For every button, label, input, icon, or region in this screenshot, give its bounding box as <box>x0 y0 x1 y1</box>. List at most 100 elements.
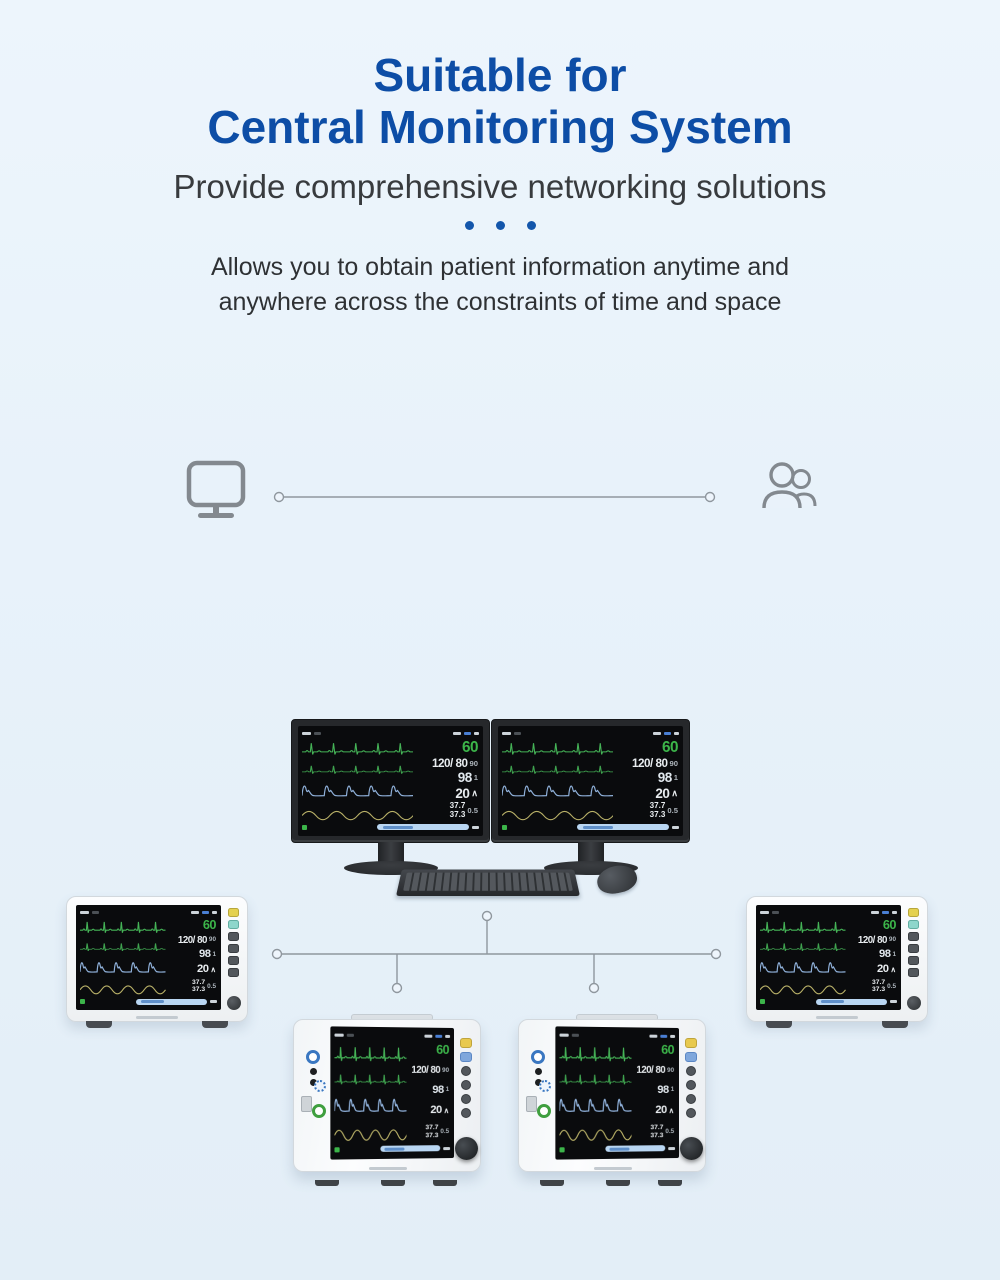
nibp-value: 120/ 80 <box>857 934 888 946</box>
page-title-line2: Central Monitoring System <box>207 101 793 153</box>
nibp-row: 120/ 80 90 <box>636 1064 675 1076</box>
menu-bar-pill <box>576 824 669 831</box>
connector-panel <box>523 1028 553 1158</box>
status-chip <box>435 1034 443 1038</box>
temp2-value: 37.3 <box>650 1131 664 1139</box>
resp-rate-value: 20 <box>196 963 209 976</box>
status-chip <box>474 732 479 736</box>
screen-bottombar <box>760 996 897 1007</box>
spo2-row: 98 1 <box>458 771 478 785</box>
temp-row: 37.7 37.3 0.5 <box>650 1123 674 1140</box>
screen-bottombar <box>502 822 679 833</box>
temp2-value: 37.3 <box>872 986 886 994</box>
screen-main-area: 60 120/ 80 90 98 1 20 ∧ 37.7 37.3 <box>302 738 479 821</box>
temp-delta-value: 0.5 <box>887 982 896 990</box>
temp-connector <box>309 1079 317 1086</box>
patient-monitor-screen: 60 120/ 80 90 98 1 20 ∧ 37.7 37.3 <box>76 905 221 1010</box>
temp1-value: 37.7 <box>449 801 466 811</box>
temp-stack: 37.7 37.3 <box>192 979 205 995</box>
screen-main-area: 60 120/ 80 90 98 1 20 ∧ 37.7 37.3 <box>559 1041 675 1143</box>
ecg-waveform-2 <box>80 942 166 952</box>
menu-chip <box>668 1146 676 1150</box>
nibp-map-value: 90 <box>669 758 679 768</box>
resp-waveform <box>334 1128 407 1141</box>
brand-logo <box>816 1016 858 1019</box>
resp-waveform <box>302 810 414 821</box>
status-chip <box>871 910 879 914</box>
nibp-map-value: 90 <box>667 1066 675 1074</box>
monitor-icon-base <box>198 513 234 518</box>
alarm-arrow-icon: ∧ <box>668 1105 675 1115</box>
patient-monitor-screen: 60 120/ 80 90 98 1 20 ∧ 37.7 37.3 <box>330 1026 454 1160</box>
resp-row: 20 ∧ <box>655 787 678 801</box>
temp-row: 37.7 37.3 0.5 <box>192 979 216 995</box>
spo2-row: 98 1 <box>879 948 896 960</box>
menu-chip <box>472 825 479 829</box>
screen-bottombar <box>559 1141 676 1156</box>
ecg-waveform-2 <box>502 765 614 775</box>
battery-icon <box>302 824 307 830</box>
portable-monitor-2: 60 120/ 80 90 98 1 20 ∧ 37.7 37.3 <box>518 1014 706 1186</box>
power-button <box>685 1038 697 1048</box>
separator-dots <box>0 221 1000 230</box>
desktop-monitor-bezel: 60 120/ 80 90 98 1 20 ∧ 37.7 37.3 <box>291 719 490 843</box>
temp-connector <box>534 1079 542 1086</box>
record-button <box>461 1108 471 1118</box>
resp-row: 20 ∧ <box>430 1103 449 1116</box>
button-panel <box>682 1028 700 1158</box>
resp-rate-value: 20 <box>655 1103 667 1116</box>
pleth-waveform <box>334 1098 407 1112</box>
menu-button <box>686 1066 696 1076</box>
ecg-waveform-2 <box>559 1074 632 1085</box>
ecg-waveform-1 <box>80 921 166 934</box>
monitor-foot <box>433 1180 457 1186</box>
brand-text-chip <box>760 910 769 914</box>
nibp-start-button <box>460 1052 472 1062</box>
ecg-waveform-1 <box>334 1046 407 1063</box>
statusbar-spacer <box>582 1035 646 1036</box>
network-node <box>273 491 285 503</box>
hr-value: 60 <box>661 1041 675 1058</box>
nibp-row: 120/ 80 90 <box>432 756 479 770</box>
spo2-value: 98 <box>457 770 473 786</box>
temp2-value: 37.3 <box>425 1131 439 1139</box>
temp1-value: 37.7 <box>872 978 886 986</box>
status-chip <box>674 732 679 736</box>
nibp-value: 120/ 80 <box>636 1064 666 1076</box>
nibp-row: 120/ 80 90 <box>632 757 679 770</box>
nibp-start-button <box>228 920 239 929</box>
network-node <box>271 948 283 960</box>
network-node <box>588 982 600 994</box>
resp-rate-value: 20 <box>655 785 670 801</box>
monitor-foot <box>315 1180 339 1186</box>
nibp-value: 120/ 80 <box>432 756 468 770</box>
status-chip <box>424 1034 433 1038</box>
menu-chip <box>890 1000 897 1004</box>
status-chip <box>212 910 217 914</box>
freeze-button <box>461 1080 471 1090</box>
temp1-value: 37.7 <box>650 1123 664 1132</box>
nibp-map-value: 90 <box>888 936 896 944</box>
record-button <box>686 1108 696 1118</box>
screen-bottombar <box>334 1141 451 1156</box>
connector-panel <box>298 1028 328 1158</box>
screen-slot: 60 120/ 80 90 98 1 20 ∧ 37.7 37.3 <box>756 905 901 1010</box>
freeze-button <box>908 944 919 953</box>
resp-rate-value: 20 <box>430 1103 442 1116</box>
monitor-foot <box>658 1180 682 1186</box>
monitor-foot <box>202 1021 228 1028</box>
rotary-knob <box>680 1137 703 1160</box>
monitor-housing: 60 120/ 80 90 98 1 20 ∧ 37.7 37.3 <box>66 896 248 1022</box>
nibp-map-value: 90 <box>469 758 479 768</box>
temp-row: 37.7 37.3 0.5 <box>872 978 896 995</box>
temp-row: 37.7 37.3 0.5 <box>450 802 478 819</box>
status-chip <box>660 1034 668 1038</box>
vitals-column: 60 120/ 80 90 98 1 20 ∧ 37.7 37.3 <box>635 1042 675 1142</box>
temp1-value: 37.7 <box>649 801 666 811</box>
patient-monitor-screen: 60 120/ 80 90 98 1 20 ∧ 37.7 37.3 <box>756 905 901 1010</box>
nibp-hose-connector <box>314 1080 326 1092</box>
spo2-aux-value: 1 <box>212 950 216 958</box>
people-icon <box>760 458 822 518</box>
nibp-row: 120/ 80 90 <box>178 935 216 946</box>
spo2-value: 98 <box>432 1083 444 1096</box>
